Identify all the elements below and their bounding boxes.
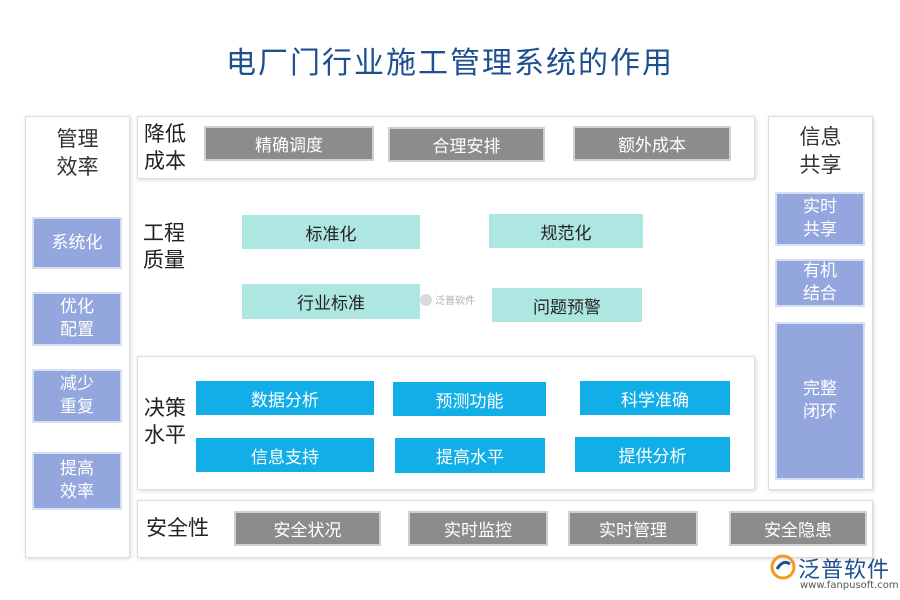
panel-information-sharing: 信息 共享 实时 共享 有机 结合 完整 闭环 xyxy=(768,116,873,490)
chip-improve-level: 提高水平 xyxy=(395,438,545,473)
panel-title-information-sharing: 信息 共享 xyxy=(799,125,842,177)
chip-realtime-management: 实时管理 xyxy=(568,511,698,546)
brand-url: www.fanpusoft.com xyxy=(800,580,899,591)
chip-optimize-allocation: 优化 配置 xyxy=(32,292,122,346)
row-title-reduce-cost: 降低 成本 xyxy=(144,122,186,173)
panel-title-management-efficiency: 管理 效率 xyxy=(56,127,99,179)
chip-industry-standard: 行业标准 xyxy=(242,284,420,319)
chip-systematization: 系统化 xyxy=(32,217,122,269)
watermark-small: 泛普软件 xyxy=(420,292,475,307)
chip-data-analysis: 数据分析 xyxy=(196,381,374,415)
panel-reduce-cost: 降低 成本 精确调度 合理安排 额外成本 xyxy=(137,116,755,179)
watermark-logo-icon xyxy=(420,293,432,306)
brand-logo: 泛普软件 www.fanpusoft.com xyxy=(770,552,899,596)
chip-complete-loop: 完整 闭环 xyxy=(775,322,865,480)
chip-reasonable-arrangement: 合理安排 xyxy=(388,127,545,162)
chip-normalization: 规范化 xyxy=(489,214,643,248)
chip-realtime-monitoring: 实时监控 xyxy=(408,511,548,546)
row-title-engineering-quality: 工程 质量 xyxy=(143,221,185,272)
chip-standardization: 标准化 xyxy=(242,215,420,249)
chip-organic-combination: 有机 结合 xyxy=(775,259,865,307)
chip-provide-analysis: 提供分析 xyxy=(575,437,730,472)
chip-reduce-repetition: 减少 重复 xyxy=(32,369,122,423)
brand-logo-icon xyxy=(770,554,796,580)
panel-decision-level: 决策 水平 数据分析 预测功能 科学准确 信息支持 提高水平 提供分析 xyxy=(137,356,755,490)
row-title-safety: 安全性 xyxy=(146,516,209,540)
chip-information-support: 信息支持 xyxy=(196,438,374,472)
chip-problem-warning: 问题预警 xyxy=(492,288,642,322)
page-title: 电厂门行业施工管理系统的作用 xyxy=(226,46,674,81)
panel-safety: 安全性 安全状况 实时监控 实时管理 安全隐患 xyxy=(137,500,873,558)
chip-safety-status: 安全状况 xyxy=(234,511,381,546)
panel-management-efficiency: 管理 效率 系统化 优化 配置 减少 重复 提高 效率 xyxy=(25,116,130,558)
chip-scientific-accurate: 科学准确 xyxy=(580,381,730,415)
watermark-small-text: 泛普软件 xyxy=(435,296,475,307)
row-title-decision-level: 决策 水平 xyxy=(144,396,186,447)
chip-improve-efficiency: 提高 效率 xyxy=(32,452,122,510)
chip-prediction-function: 预测功能 xyxy=(393,382,546,416)
chip-safety-hazard: 安全隐患 xyxy=(729,511,867,546)
brand-name: 泛普软件 xyxy=(798,558,891,583)
chip-realtime-sharing: 实时 共享 xyxy=(775,192,865,246)
chip-precise-scheduling: 精确调度 xyxy=(204,126,374,161)
chip-extra-cost: 额外成本 xyxy=(573,126,731,161)
